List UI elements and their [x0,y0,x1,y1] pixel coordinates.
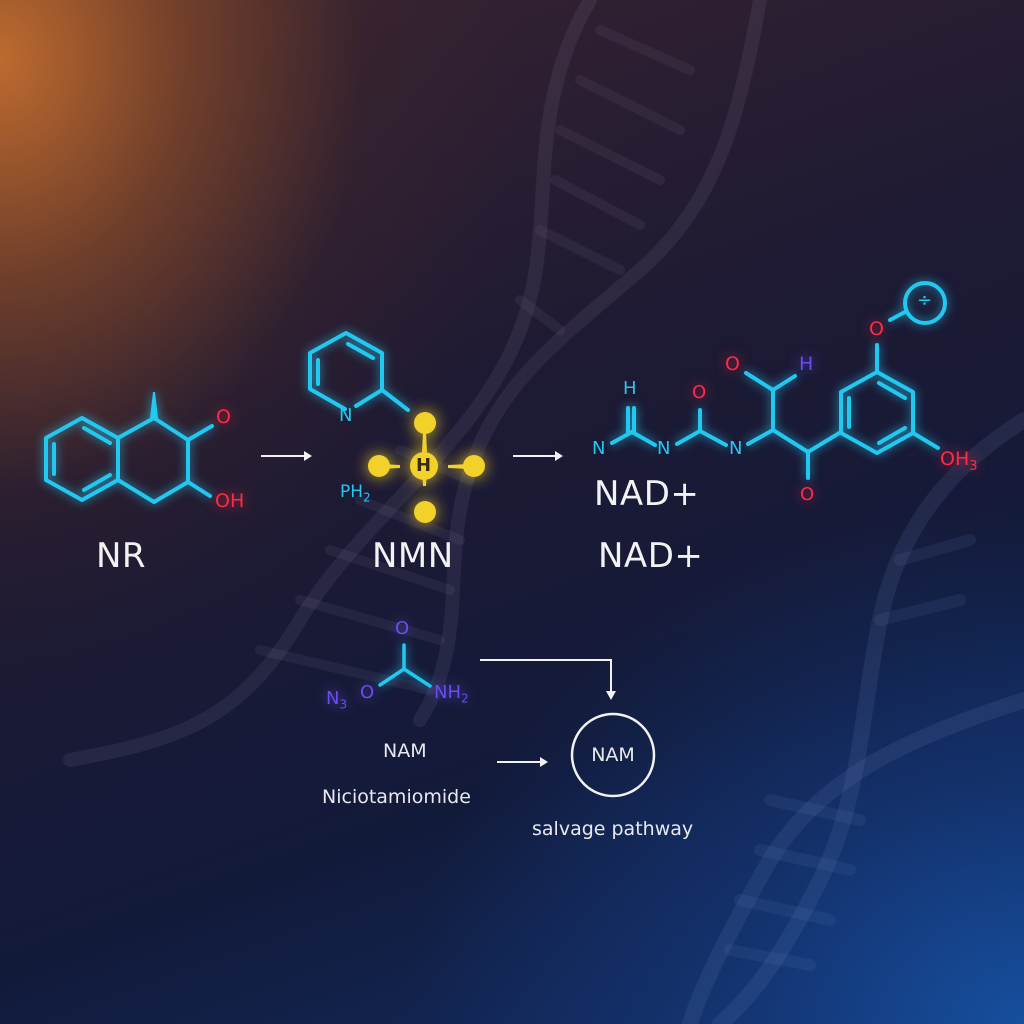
nad-oxygen-3: O [800,484,815,505]
nad-inline-label: NAD+ [594,474,700,514]
nad-oxygen-4: O [869,318,884,340]
nh2-main: NH [434,682,461,703]
salvage-caption: salvage pathway [532,818,694,840]
nr-oxygen-atom: O [216,406,231,428]
nr-hydroxyl-atom: OH [215,490,245,512]
ph2-main: PH [340,482,364,502]
nad-oxygen-2: O [725,353,740,375]
nad-nitrogen-1: N [592,438,606,459]
nh2-subscript: 2 [461,691,469,706]
nam-n3-group: N3 [326,688,347,712]
nr-label: NR [96,536,147,576]
wedge-bond-icon [150,392,158,418]
salvage-node-label: NAM [591,744,635,766]
nad-oh3-group: OH3 [940,448,978,474]
oh3-subscript: 3 [969,458,978,474]
ph2-subscript: 2 [363,490,371,505]
nad-nitrogen-2: N [657,438,671,459]
oh3-main: OH [940,448,970,470]
nad-charge-symbol: ÷ [917,290,933,311]
nam-full-name: Niciotamiomide [322,786,471,808]
nmn-hydrogen-atom: H [416,455,432,476]
nad-hydrogen-1: H [623,378,637,399]
nad-hydrogen-2: H [799,353,814,375]
nmn-label: NMN [372,536,454,576]
nad-oxygen-1: O [692,382,707,403]
nmn-ph2-group: PH2 [340,482,371,504]
salvage-node-circle [570,712,656,798]
nmn-nitrogen-atom: N [339,405,353,426]
n3-subscript: 3 [339,697,348,712]
nam-label: NAM [383,740,427,762]
nam-nh2-group: NH2 [434,682,469,706]
nam-oxygen-top: O [395,618,410,639]
nad-nitrogen-3: N [729,438,743,459]
nad-label: NAD+ [598,536,704,576]
n3-main: N [326,688,340,709]
nam-oxygen-ring: O [360,682,375,703]
